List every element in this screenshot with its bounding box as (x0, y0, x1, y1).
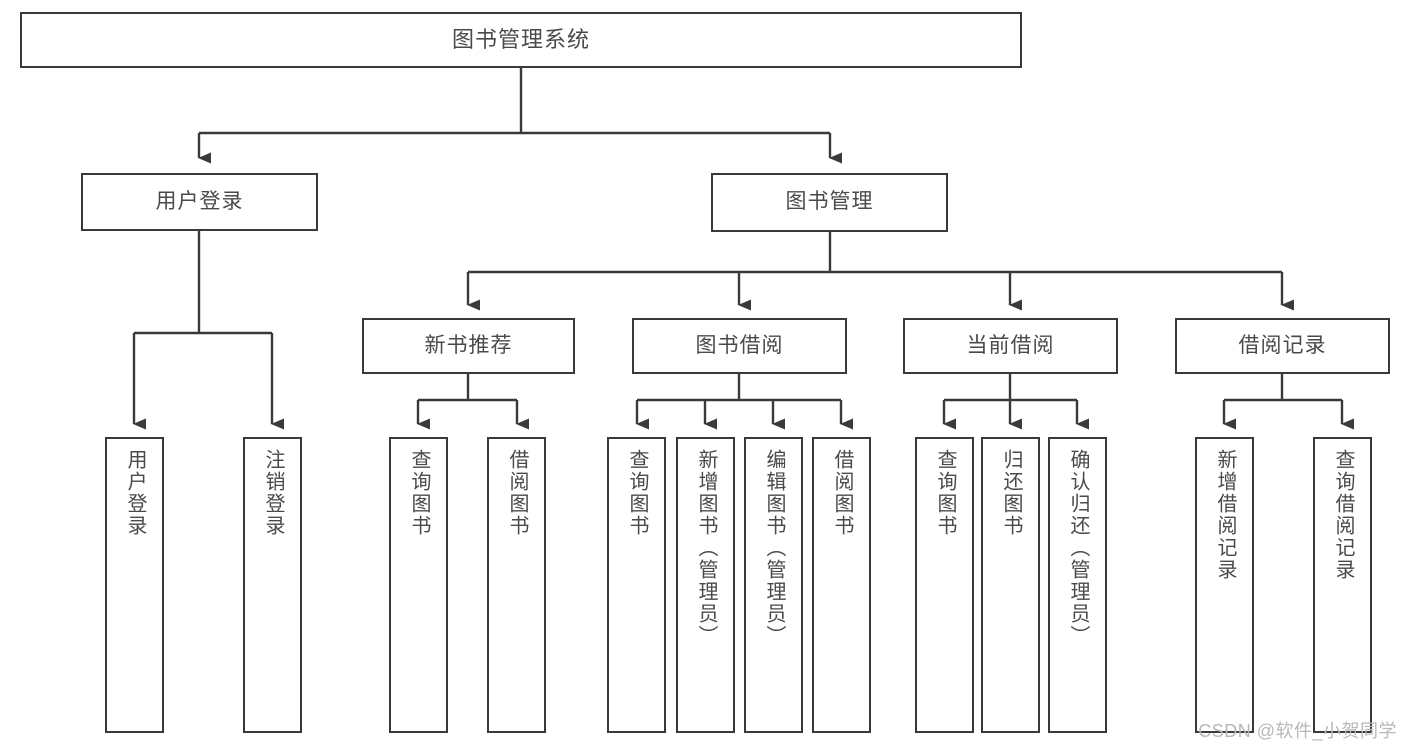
node-borrow-record-label: 借阅记录 (1238, 333, 1327, 357)
csdn-watermark: CSDN @软件_小贺同学 (1198, 721, 1397, 741)
leaf-label: 注销登录 (262, 449, 284, 537)
node-new-book-recommend[interactable]: 新书推荐 (362, 318, 575, 374)
leaf-label: 用户登录 (124, 449, 146, 537)
leaf-current-borrow-3[interactable]: 确认归还（管理员） (1048, 437, 1107, 733)
node-user-login[interactable]: 用户登录 (81, 173, 318, 231)
leaf-new-book-recommend-2[interactable]: 借阅图书 (487, 437, 546, 733)
node-new-book-recommend-label: 新书推荐 (424, 333, 513, 357)
leaf-label: 新增借阅记录 (1214, 449, 1236, 581)
leaf-book-borrow-2[interactable]: 新增图书（管理员） (676, 437, 735, 733)
leaf-book-borrow-1[interactable]: 查询图书 (607, 437, 666, 733)
node-user-login-label: 用户登录 (155, 189, 244, 213)
node-root-book-management-system[interactable]: 图书管理系统 (20, 12, 1022, 68)
leaf-book-borrow-3[interactable]: 编辑图书（管理员） (744, 437, 803, 733)
leaf-user-login-1[interactable]: 用户登录 (105, 437, 164, 733)
leaf-label: 查询借阅记录 (1332, 449, 1354, 581)
node-borrow-record[interactable]: 借阅记录 (1175, 318, 1390, 374)
leaf-borrow-record-1[interactable]: 新增借阅记录 (1195, 437, 1254, 733)
leaf-label: 查询图书 (626, 449, 648, 537)
leaf-new-book-recommend-1[interactable]: 查询图书 (389, 437, 448, 733)
leaf-book-borrow-4[interactable]: 借阅图书 (812, 437, 871, 733)
leaf-current-borrow-1[interactable]: 查询图书 (915, 437, 974, 733)
leaf-label: 查询图书 (934, 449, 956, 537)
leaf-borrow-record-2[interactable]: 查询借阅记录 (1313, 437, 1372, 733)
node-current-borrow[interactable]: 当前借阅 (903, 318, 1118, 374)
node-book-borrow-label: 图书借阅 (695, 333, 784, 357)
leaf-current-borrow-2[interactable]: 归还图书 (981, 437, 1040, 733)
leaf-label: 编辑图书（管理员） (763, 449, 785, 647)
node-current-borrow-label: 当前借阅 (966, 333, 1055, 357)
node-root-label: 图书管理系统 (451, 27, 590, 53)
node-book-borrow[interactable]: 图书借阅 (632, 318, 847, 374)
node-book-management-label: 图书管理 (785, 190, 874, 214)
node-book-management[interactable]: 图书管理 (711, 173, 948, 232)
leaf-label: 借阅图书 (831, 449, 853, 537)
leaf-label: 归还图书 (1000, 449, 1022, 537)
leaf-label: 确认归还（管理员） (1067, 449, 1089, 647)
leaf-label: 借阅图书 (506, 449, 528, 537)
leaf-user-login-2[interactable]: 注销登录 (243, 437, 302, 733)
leaf-label: 新增图书（管理员） (695, 449, 717, 647)
leaf-label: 查询图书 (408, 449, 430, 537)
